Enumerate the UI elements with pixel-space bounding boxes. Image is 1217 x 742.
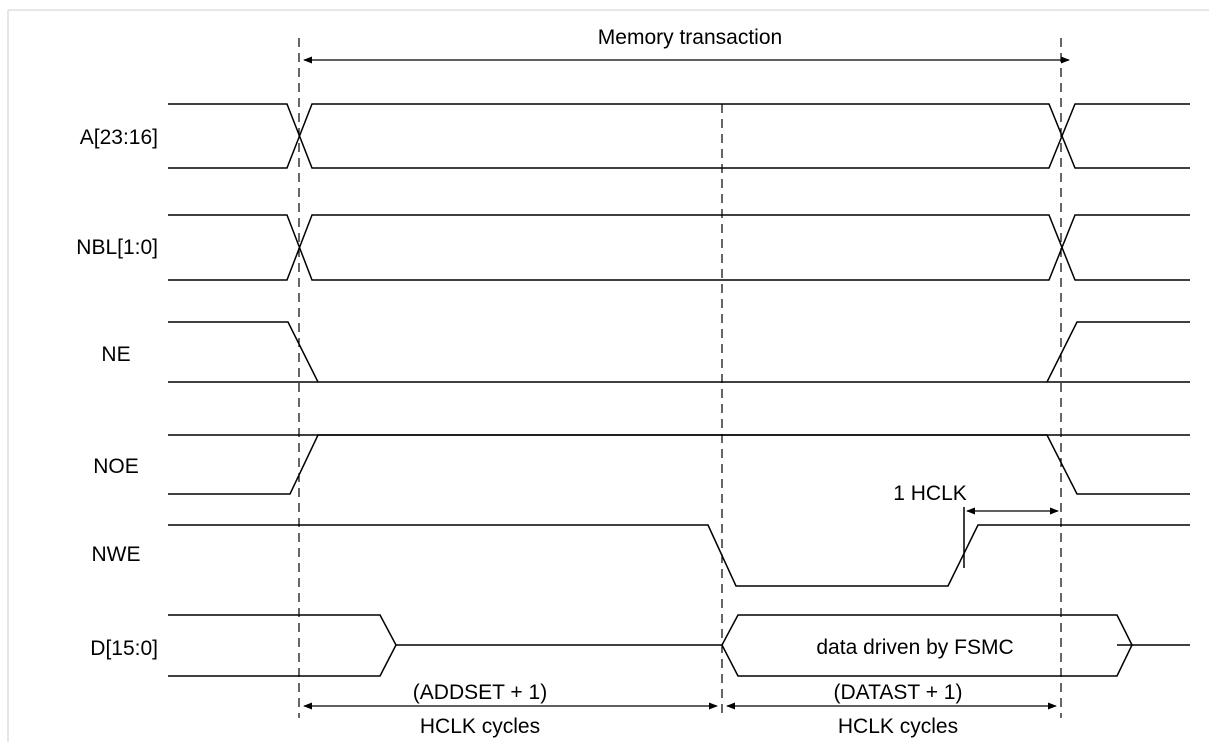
addset-span: (ADDSET + 1) HCLK cycles: [303, 681, 718, 738]
waveform-nwe: [168, 507, 1190, 587]
one-hclk-label: 1 HCLK: [893, 482, 967, 505]
timing-guides: [298, 38, 1062, 718]
one-hclk-span: 1 HCLK: [893, 482, 1059, 515]
diagram-frame: [7, 9, 1209, 742]
datast-label: (DATAST + 1): [834, 681, 963, 704]
waveform-noe: [168, 434, 1190, 495]
memory-transaction-span: Memory transaction: [303, 26, 1070, 64]
waveform-addr: [168, 103, 1190, 169]
addset-label: (ADDSET + 1): [413, 681, 547, 704]
datast-unit: HCLK cycles: [838, 715, 958, 738]
addset-unit: HCLK cycles: [420, 715, 540, 738]
signal-label-ne: NE: [101, 343, 130, 366]
signal-label-addr: A[23:16]: [80, 126, 158, 149]
data-driven-label: data driven by FSMC: [816, 636, 1013, 659]
datast-span: (DATAST + 1) HCLK cycles: [726, 681, 1057, 738]
signal-label-nbl: NBL[1:0]: [76, 236, 158, 259]
signal-labels: A[23:16] NBL[1:0] NE NOE NWE D[15:0]: [76, 126, 158, 660]
data-driven-hexagon: [721, 614, 1133, 677]
signal-label-noe: NOE: [93, 455, 139, 478]
waveform-nbl: [168, 214, 1190, 281]
signal-label-nwe: NWE: [92, 543, 141, 566]
waveform-data: data driven by FSMC: [168, 614, 1190, 677]
memory-transaction-label: Memory transaction: [598, 26, 782, 49]
waveform-ne: [168, 321, 1190, 383]
signal-label-data: D[15:0]: [90, 637, 158, 660]
